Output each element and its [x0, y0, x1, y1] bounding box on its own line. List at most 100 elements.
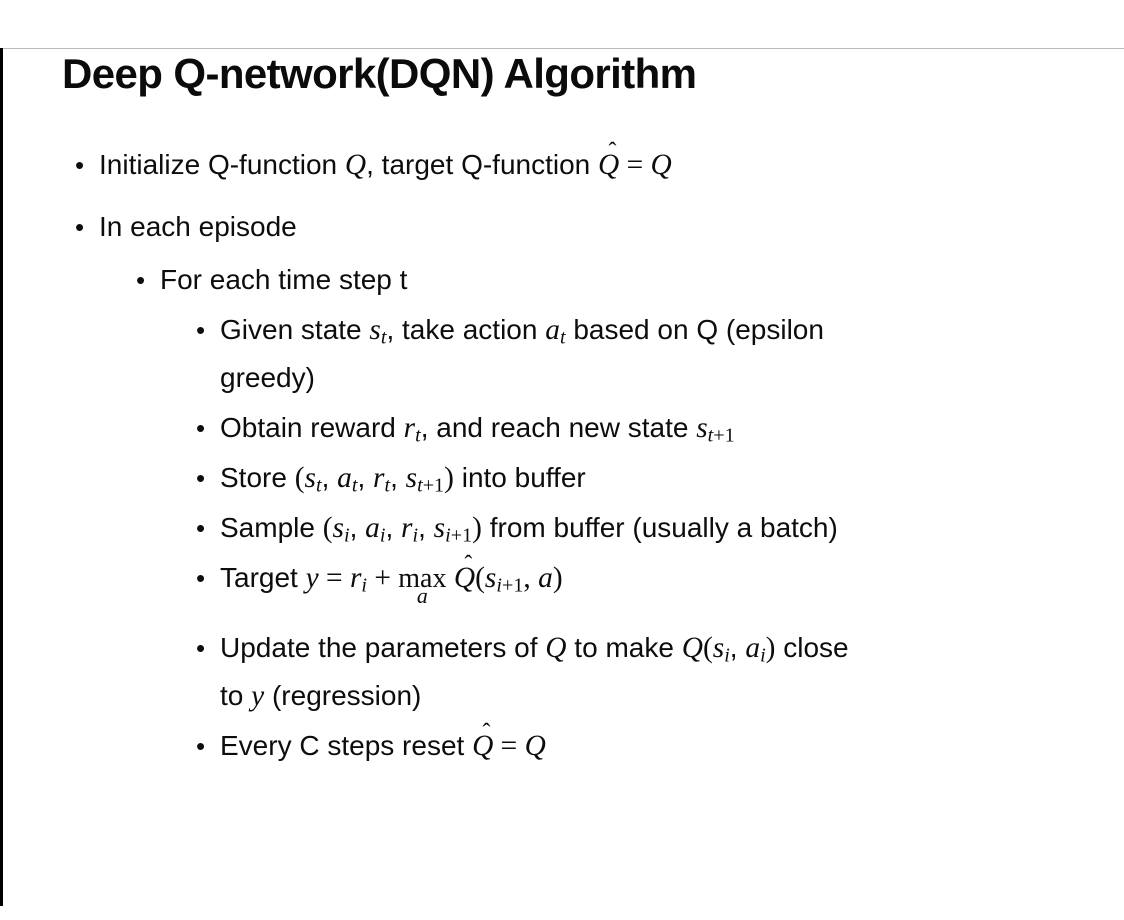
text-run: to: [220, 680, 252, 711]
math-variable: Q: [524, 730, 546, 762]
math-operator: =: [318, 562, 350, 594]
math-operator: ): [444, 462, 454, 494]
math-variable: Q: [344, 149, 367, 181]
math-variable: y: [251, 680, 265, 712]
math-subscript: t+1: [417, 474, 444, 496]
math-variable: s: [332, 512, 344, 544]
math-subscript: t: [351, 474, 358, 497]
text-run: ,: [349, 512, 366, 543]
math-variable: a: [545, 314, 560, 346]
text-run: greedy): [220, 362, 315, 393]
math-subscript: t+1: [708, 424, 735, 446]
math-operator: ): [765, 632, 776, 664]
text-run: ,: [321, 462, 338, 493]
text-run: Target: [220, 562, 306, 593]
text-run: Every C steps reset: [220, 730, 473, 761]
math-subscript: i+1: [445, 524, 472, 546]
math-operator: +: [367, 562, 399, 594]
math-variable: r: [403, 412, 416, 444]
bullet-item: •In each episode: [0, 203, 1124, 251]
bullet-item: •Initialize Q-function Q, target Q-funct…: [0, 141, 1124, 189]
subscript-index: t: [417, 474, 423, 497]
math-variable: a: [538, 562, 553, 594]
hat-accent-icon: ˆ: [608, 139, 617, 166]
bullet-item: • For each time step t: [0, 256, 1124, 304]
math-operator: [447, 562, 454, 594]
text-run: (regression): [264, 680, 422, 711]
math-subscript: t: [384, 474, 391, 497]
text-run: , take action: [386, 314, 546, 345]
math-variable: s: [696, 412, 708, 444]
math-subscript: i: [760, 644, 766, 667]
math-subscript: i: [724, 644, 730, 667]
text-run: Update the parameters of: [220, 632, 546, 663]
math-variable: r: [401, 512, 413, 544]
text-run: , target Q-function: [366, 149, 599, 180]
math-variable: a: [365, 512, 380, 544]
slide-top-edge: [0, 48, 1124, 49]
math-operator: =: [493, 730, 525, 762]
text-run: Given state: [220, 314, 370, 345]
bullet-marker-icon: •: [196, 315, 206, 345]
subscript-offset: +1: [501, 574, 524, 597]
math-operator: ): [552, 562, 563, 594]
subscript-index: t: [707, 424, 714, 447]
bullet-item: •Sample (si, ai, ri, si+1) from buffer (…: [0, 504, 1124, 552]
math-operator: (: [475, 562, 485, 594]
subscript-offset: +1: [450, 524, 473, 547]
math-subscript: t: [415, 424, 421, 447]
text-run: ,: [729, 632, 746, 663]
text-run: ,: [357, 462, 373, 493]
math-operator: (: [294, 462, 305, 494]
bullet-marker-icon: •: [196, 563, 206, 593]
subscript-offset: +1: [713, 424, 735, 447]
text-run: Obtain reward: [220, 412, 404, 443]
math-variable: y: [305, 562, 319, 594]
subscript-offset: +1: [422, 474, 445, 497]
math-variable: Q: [650, 149, 672, 181]
math-subscript: t: [315, 474, 322, 497]
bullet-text: Store (st, at, rt, st+1) into buffer: [220, 454, 1124, 502]
math-operator: =: [619, 149, 651, 181]
math-variable: a: [745, 632, 761, 664]
hat-accent-icon: ˆ: [482, 720, 491, 747]
text-run: For each time step t: [160, 264, 408, 295]
text-run: Store: [220, 462, 295, 493]
math-subscript: i: [412, 524, 419, 547]
math-subscript: i: [343, 524, 350, 547]
text-run: ,: [390, 462, 406, 493]
math-variable: Q: [681, 632, 703, 664]
bullet-item: •Store (st, at, rt, st+1) into buffer: [0, 454, 1124, 502]
bullet-item: •Update the parameters of Q to make Q(si…: [0, 624, 1124, 720]
math-variable: s: [304, 462, 316, 494]
max-label: max: [398, 563, 447, 594]
math-variable: s: [433, 512, 446, 544]
text-run: into buffer: [453, 462, 586, 493]
bullet-marker-icon: •: [136, 265, 146, 295]
math-variable: s: [484, 562, 497, 594]
bullet-marker-icon: •: [196, 513, 206, 543]
slide: { "slide": { "title": "Deep Q-network(DQ…: [0, 48, 1124, 920]
text-run: to make: [566, 632, 682, 663]
bullet-text: In each episode: [99, 203, 1124, 251]
math-variable: Q: [598, 149, 620, 181]
text-run: Initialize Q-function: [99, 149, 345, 180]
math-variable: s: [405, 462, 418, 494]
math-subscript: i: [361, 574, 367, 597]
math-operator: ): [472, 512, 482, 544]
bullet-marker-icon: •: [75, 150, 85, 180]
math-operator: ,: [523, 562, 539, 594]
math-variable: r: [373, 462, 385, 494]
bullet-text: Sample (si, ai, ri, si+1) from buffer (u…: [220, 504, 1124, 552]
math-variable: Q: [545, 632, 567, 664]
bullet-text: Update the parameters of Q to make Q(si,…: [220, 624, 1124, 720]
math-operator: (: [702, 632, 713, 664]
math-subscript: t: [380, 326, 387, 349]
